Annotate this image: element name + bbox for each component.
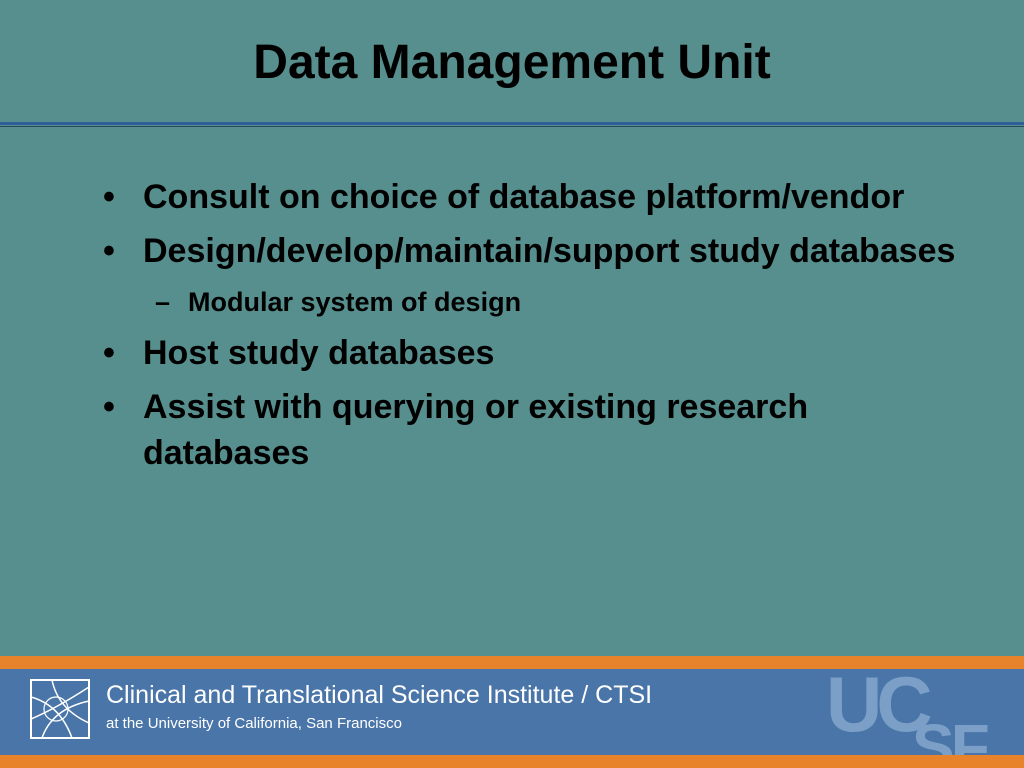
title-divider-shadow — [0, 126, 1024, 127]
ucsf-logo: UC SF — [826, 669, 992, 755]
ctsi-logo-icon — [30, 679, 90, 739]
sub-bullet-text: Modular system of design — [188, 287, 522, 317]
bullet-marker: • — [103, 388, 115, 426]
bullet-marker: • — [103, 232, 115, 270]
bullet-text: Assist with querying or existing researc… — [143, 388, 809, 472]
svg-text:UC: UC — [826, 669, 931, 748]
bullet-item: • Consult on choice of database platform… — [103, 174, 963, 220]
bullet-text: Design/develop/maintain/support study da… — [143, 232, 956, 270]
bullet-text: Consult on choice of database platform/v… — [143, 178, 905, 216]
bullet-marker: • — [103, 334, 115, 372]
bullet-marker: • — [103, 178, 115, 216]
bullet-text: Host study databases — [143, 334, 495, 372]
sub-bullet-item: – Modular system of design — [143, 282, 963, 322]
bullet-item: • Design/develop/maintain/support study … — [103, 228, 963, 274]
title-divider — [0, 122, 1024, 125]
slide-title: Data Management Unit — [253, 36, 771, 89]
footer-accent-top — [0, 656, 1024, 669]
institute-subtitle: at the University of California, San Fra… — [106, 715, 402, 732]
svg-text:SF: SF — [912, 711, 988, 755]
institute-name: Clinical and Translational Science Insti… — [106, 681, 653, 709]
bullet-list: • Consult on choice of database platform… — [103, 174, 963, 484]
footer-accent-bottom — [0, 755, 1024, 768]
footer-band: Clinical and Translational Science Insti… — [0, 669, 1024, 755]
bullet-item: • Host study databases — [103, 330, 963, 376]
sub-bullet-marker: – — [155, 287, 171, 317]
bullet-item: • Assist with querying or existing resea… — [103, 384, 963, 476]
